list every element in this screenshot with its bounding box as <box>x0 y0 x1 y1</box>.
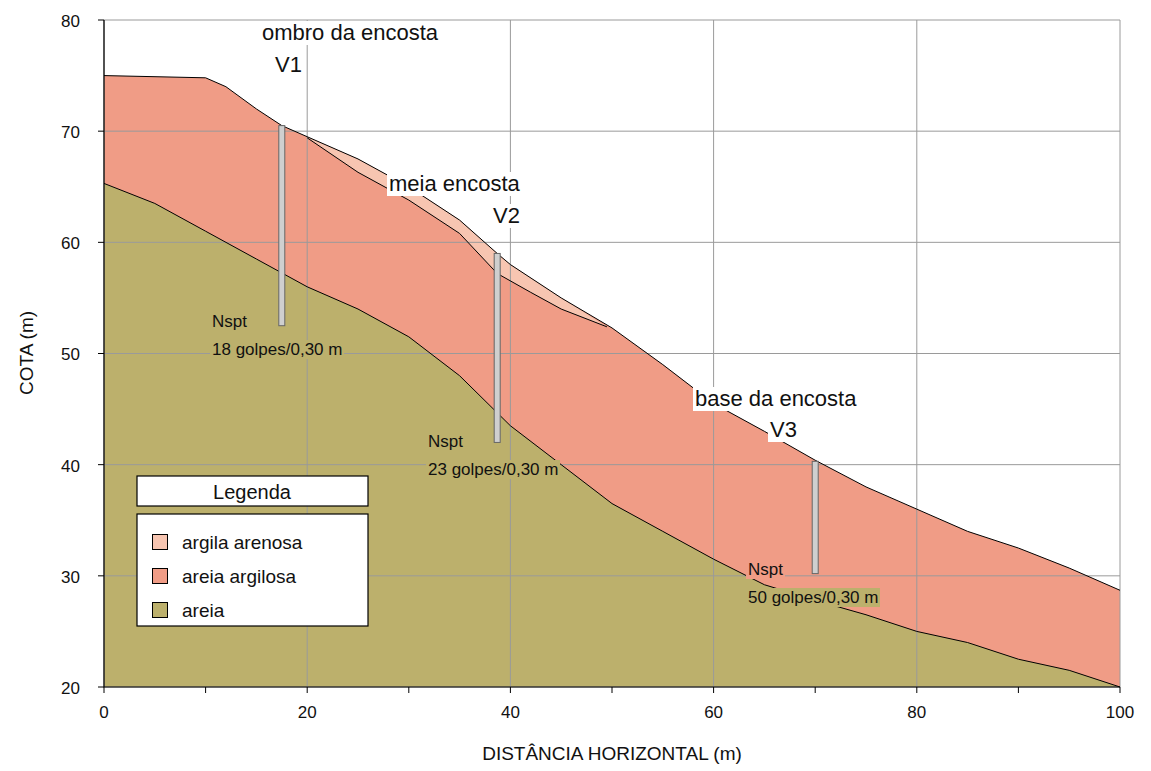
tick-label: 0 <box>99 704 108 721</box>
legend-text: areia <box>182 601 224 620</box>
sandy-clay-layer <box>104 76 1120 687</box>
legend-title: Legenda <box>211 481 293 503</box>
spt-value: 23 golpes/0,30 m <box>426 460 560 479</box>
axis-title: COTA (m) <box>17 311 36 395</box>
tick-label: 30 <box>61 569 80 586</box>
tick-label: 20 <box>298 704 317 721</box>
spt-label: Nspt <box>210 312 249 331</box>
legend-swatch <box>152 534 168 550</box>
spt-value: 50 golpes/0,30 m <box>746 588 880 607</box>
legend-text: areia argilosa <box>182 567 296 586</box>
borehole <box>279 126 285 326</box>
legend-box <box>137 514 368 626</box>
borehole-name: V3 <box>768 418 799 442</box>
axis-title: DISTÂNCIA HORIZONTAL (m) <box>482 744 742 763</box>
tick-label: 60 <box>61 235 80 252</box>
layer-boundary <box>104 183 1120 687</box>
tick-label: 20 <box>61 680 80 697</box>
borehole-name: V1 <box>273 53 304 77</box>
tick-label: 40 <box>501 704 520 721</box>
position-label: base da encosta <box>693 387 858 411</box>
grid <box>98 20 1120 693</box>
tick-label: 50 <box>61 346 80 363</box>
borehole <box>812 461 818 573</box>
position-label: meia encosta <box>387 172 522 196</box>
borehole-name: V2 <box>491 204 522 228</box>
spt-label: Nspt <box>426 432 465 451</box>
spt-label: Nspt <box>746 560 785 579</box>
tick-label: 80 <box>907 704 926 721</box>
borehole <box>494 253 500 442</box>
tick-label: 80 <box>61 13 80 30</box>
position-label: ombro da encosta <box>260 21 440 45</box>
spt-value: 18 golpes/0,30 m <box>210 340 344 359</box>
legend-swatch <box>152 602 168 618</box>
layer-boundary <box>307 138 607 327</box>
tick-label: 70 <box>61 124 80 141</box>
tick-label: 60 <box>704 704 723 721</box>
tick-label: 40 <box>61 458 80 475</box>
axis <box>104 20 1120 687</box>
legend-title-box <box>137 476 368 506</box>
legend-swatch <box>152 568 168 584</box>
legend-text: argila arenosa <box>182 533 302 552</box>
sand-layer <box>104 183 1120 687</box>
tick-label: 100 <box>1106 704 1134 721</box>
layer-boundary <box>104 76 1120 591</box>
